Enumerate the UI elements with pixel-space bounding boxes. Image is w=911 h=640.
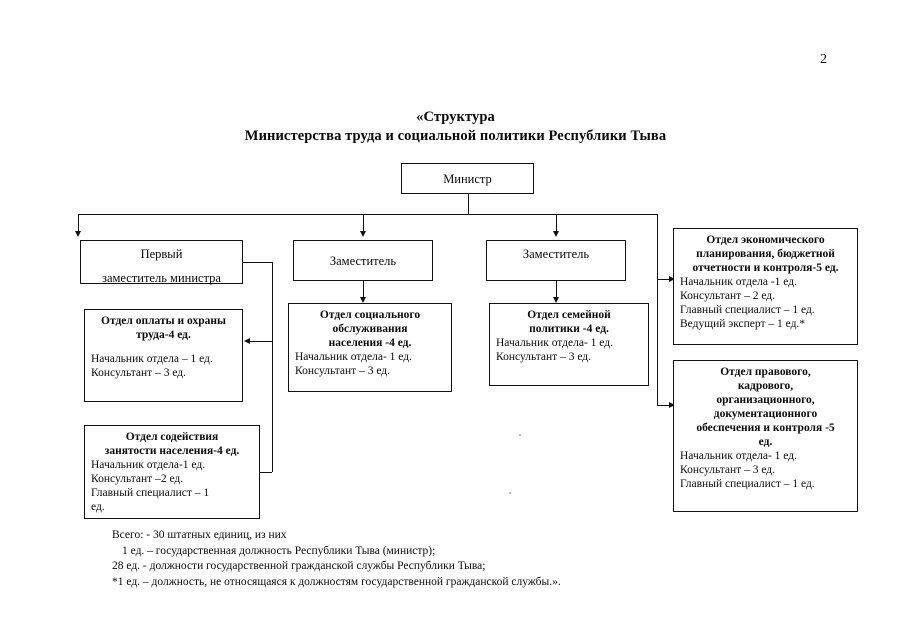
dept-labour-pay-header-1: Отдел оплаты и охраны xyxy=(101,315,226,327)
connector-branch-employment xyxy=(250,472,272,473)
dept-economic-planning-staff-4: Ведущий эксперт – 1 ед.* xyxy=(680,318,806,330)
footnotes: Всего: - 30 штатных единиц, из них 1 ед.… xyxy=(112,528,732,590)
node-first-deputy-line-2: заместитель министра xyxy=(102,271,221,285)
connector-first-deputy-spine xyxy=(272,262,273,472)
node-dept-social-service[interactable]: Отдел социального обслуживания населения… xyxy=(288,303,452,392)
dept-economic-planning-header-1: Отдел экономического xyxy=(706,234,825,246)
footnote-line-1: Всего: - 30 штатных единиц, из них xyxy=(112,529,287,541)
arrow-economic-planning xyxy=(669,275,675,282)
dept-employment-header-1: Отдел содействия xyxy=(125,431,219,443)
node-first-deputy-line-1: Первый xyxy=(140,247,183,261)
dept-family-policy-staff-1: Начальник отдела- 1 ед. xyxy=(496,337,613,349)
dept-employment-header-2: занятости населения-4 ед. xyxy=(104,445,240,457)
connector-right-spine xyxy=(657,214,658,405)
dept-labour-pay-staff-1: Начальник отдела – 1 ед. xyxy=(91,353,213,365)
connector-branch-legal-hr xyxy=(657,405,671,406)
dept-economic-planning-staff-3: Главный специалист – 1 ед. xyxy=(680,304,815,316)
connector-branch-economic-planning xyxy=(657,279,671,280)
dept-legal-hr-header-1: Отдел правового, xyxy=(720,366,811,378)
dept-legal-hr-header-3: организационного, xyxy=(716,394,815,406)
dept-economic-planning-header-2: планирования, бюджетной xyxy=(696,248,835,260)
dept-employment-staff-1: Начальник отдела-1 ед. xyxy=(91,459,206,471)
connector-minister-stem xyxy=(468,194,469,214)
spacer xyxy=(91,342,236,352)
dept-family-policy-header-2: политики -4 ед. xyxy=(529,323,609,335)
dept-social-service-staff-2: Консультант – 3 ед. xyxy=(295,365,390,377)
node-deputy-2-label: Заместитель xyxy=(522,247,590,261)
dept-social-service-staff-1: Начальник отдела- 1 ед. xyxy=(295,351,412,363)
arrow-deputy-1 xyxy=(359,231,366,237)
connector-branch-labour-pay xyxy=(250,341,272,342)
dept-legal-hr-staff-1: Начальник отдела- 1 ед. xyxy=(680,450,797,462)
dept-labour-pay-header-2: труда-4 ед. xyxy=(136,329,191,341)
connector-drop-social-service xyxy=(363,281,364,297)
dept-legal-hr-header-5: обеспечения и контроля -5 xyxy=(696,422,835,434)
dept-labour-pay-staff-2: Консультант – 3 ед. xyxy=(91,367,186,379)
connector-drop-first-deputy xyxy=(78,214,79,231)
arrow-deputy-2 xyxy=(552,231,559,237)
dept-economic-planning-staff-2: Консультант – 2 ед. xyxy=(680,290,775,302)
dept-social-service-header-3: населения -4 ед. xyxy=(328,337,412,349)
arrow-family-policy xyxy=(552,297,559,303)
node-deputy-1-label: Заместитель xyxy=(329,253,397,268)
connector-drop-family-policy xyxy=(556,281,557,297)
node-dept-labour-pay[interactable]: Отдел оплаты и охраны труда-4 ед. Началь… xyxy=(84,309,243,402)
connector-first-deputy-out xyxy=(243,262,272,263)
connector-main-bus xyxy=(78,214,658,215)
dept-legal-hr-header-6: ед. xyxy=(758,436,773,448)
dept-legal-hr-header-2: кадрового, xyxy=(737,380,794,392)
node-dept-family-policy[interactable]: Отдел семейной политики -4 ед. Начальник… xyxy=(489,303,649,386)
footnote-line-4: *1 ед. – должность, не относящаяся к дол… xyxy=(112,575,561,588)
footnote-line-2: 1 ед. – государственная должность Респуб… xyxy=(122,544,436,557)
node-dept-employment[interactable]: Отдел содействия занятости населения-4 е… xyxy=(84,425,260,519)
page-title: «Структура Министерства труда и социальн… xyxy=(0,108,911,146)
connector-drop-deputy-2 xyxy=(556,214,557,231)
node-minister[interactable]: Министр xyxy=(401,163,534,194)
dept-employment-staff-3: Главный специалист – 1 xyxy=(91,487,210,499)
dept-family-policy-header-1: Отдел семейной xyxy=(527,309,611,321)
scan-artifact xyxy=(509,492,511,494)
connector-drop-deputy-1 xyxy=(363,214,364,231)
arrow-social-service xyxy=(359,297,366,303)
title-line-2: Министерства труда и социальной политики… xyxy=(244,128,667,144)
node-dept-economic-planning[interactable]: Отдел экономического планирования, бюдже… xyxy=(673,228,858,345)
footnote-line-3: 28 ед. - должности государственной гражд… xyxy=(112,560,486,572)
node-minister-label: Министр xyxy=(443,171,492,186)
node-dept-legal-hr[interactable]: Отдел правового, кадрового, организацион… xyxy=(673,360,858,512)
page-number: 2 xyxy=(820,52,827,67)
scan-artifact xyxy=(519,434,521,436)
dept-family-policy-staff-2: Консультант – 3 ед. xyxy=(496,351,591,363)
dept-social-service-header-1: Отдел социального xyxy=(319,309,421,321)
dept-economic-planning-staff-1: Начальник отдела -1 ед. xyxy=(680,276,797,288)
title-line-1: «Структура xyxy=(416,109,495,125)
arrow-legal-hr xyxy=(669,401,675,408)
node-deputy-2[interactable]: Заместитель xyxy=(486,240,626,281)
dept-legal-hr-staff-2: Консультант – 3 ед. xyxy=(680,464,775,476)
dept-economic-planning-header-3: отчетности и контроля-5 ед. xyxy=(692,262,839,274)
arrow-first-deputy xyxy=(74,231,81,237)
dept-employment-staff-2: Консультант –2 ед. xyxy=(91,473,184,485)
node-first-deputy[interactable]: Первый заместитель министра xyxy=(80,240,243,285)
node-deputy-1[interactable]: Заместитель xyxy=(293,240,433,281)
dept-employment-staff-4: ед. xyxy=(91,501,105,513)
arrow-labour-pay xyxy=(244,337,250,344)
dept-legal-hr-header-4: документационного xyxy=(713,408,818,420)
dept-social-service-header-2: обслуживания xyxy=(332,323,408,335)
dept-legal-hr-staff-3: Главный специалист – 1 ед. xyxy=(680,478,815,490)
